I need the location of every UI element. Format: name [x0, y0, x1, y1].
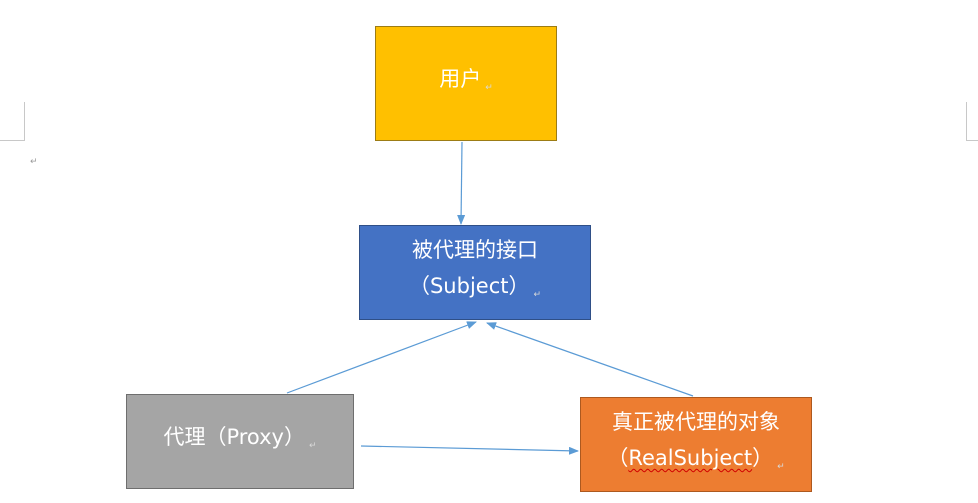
arrow-real-to-subject [486, 322, 694, 397]
subject-open-paren: （ [408, 274, 430, 298]
real-subject-close-paren: ） [752, 446, 774, 470]
arrow-proxy-to-subject [286, 321, 477, 394]
paragraph-mark: ↵ [308, 441, 317, 451]
subject-node: 被代理的接口 （Subject）↵ [359, 225, 591, 320]
proxy-node-english: Proxy [226, 425, 284, 449]
proxy-node-title: 代理（ [163, 425, 227, 449]
subject-node-english: Subject [429, 274, 509, 298]
page-margin-corner-left [0, 102, 25, 141]
user-node: 用户↵ [375, 26, 557, 141]
real-subject-node-title: 真正被代理的对象 [612, 410, 780, 434]
real-subject-node-english: RealSubject [628, 446, 753, 470]
user-node-label: 用户 [439, 67, 482, 91]
paragraph-mark: ↵ [30, 157, 38, 167]
real-subject-open-paren: （ [607, 446, 629, 470]
paragraph-mark: ↵ [777, 462, 785, 472]
paragraph-mark: ↵ [533, 290, 542, 300]
real-subject-node: 真正被代理的对象 （RealSubject）↵ [580, 397, 812, 492]
subject-node-title: 被代理的接口 [412, 238, 538, 262]
page-margin-corner-right [966, 102, 978, 141]
arrow-proxy-to-real [360, 445, 579, 455]
proxy-node: 代理（Proxy）↵ [126, 394, 354, 489]
subject-close-paren: ） [508, 274, 530, 298]
arrow-user-to-subject [457, 141, 466, 225]
proxy-close-paren: ） [283, 425, 305, 449]
paragraph-mark: ↵ [485, 83, 493, 93]
